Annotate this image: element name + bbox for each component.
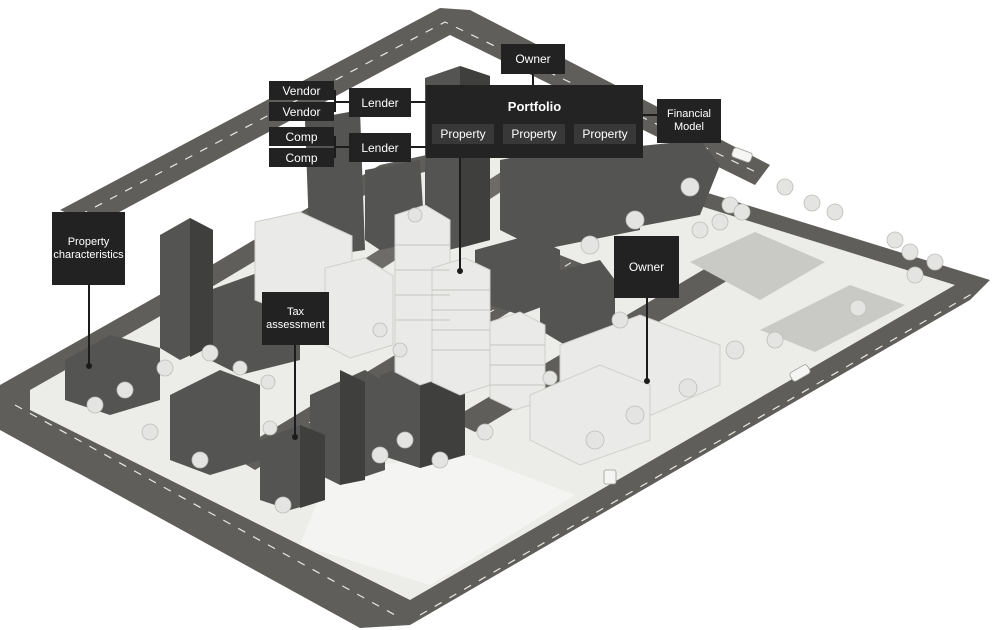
connector-owner-right	[646, 298, 648, 381]
vehicles	[603, 147, 811, 485]
pin-portfolio-building	[457, 268, 463, 274]
comp-label-2[interactable]: Comp	[269, 148, 334, 167]
pin-property-characteristics	[86, 363, 92, 369]
lender-label-2[interactable]: Lender	[349, 133, 411, 162]
connector-portfolio-financial	[643, 114, 657, 116]
owner-label-right[interactable]: Owner	[614, 236, 679, 298]
financial-model-label[interactable]: Financial Model	[657, 99, 721, 143]
property-chip-3[interactable]: Property	[574, 124, 636, 144]
parking-lot-1	[690, 232, 825, 300]
comp-label-1[interactable]: Comp	[269, 127, 334, 146]
connector-vendors-h	[334, 101, 349, 103]
connector-lender2-portfolio	[411, 146, 427, 148]
connector-owner-portfolio	[532, 74, 534, 86]
lender-label-1[interactable]: Lender	[349, 88, 411, 117]
vendor-label-1[interactable]: Vendor	[269, 81, 334, 100]
property-chip-1[interactable]: Property	[432, 124, 494, 144]
property-characteristics-label[interactable]: Property characteristics	[52, 212, 125, 285]
connector-tax-assessment	[294, 345, 296, 437]
portfolio-panel[interactable]: Portfolio Property Property Property	[426, 85, 643, 158]
pin-tax-assessment	[292, 434, 298, 440]
trees	[86, 177, 944, 514]
owner-label-top[interactable]: Owner	[501, 44, 565, 74]
vendor-label-2[interactable]: Vendor	[269, 102, 334, 121]
tax-assessment-label[interactable]: Tax assessment	[262, 292, 329, 345]
plaza	[300, 455, 575, 585]
portfolio-title: Portfolio	[507, 99, 562, 114]
connector-portfolio-building	[459, 158, 461, 271]
property-chip-2[interactable]: Property	[503, 124, 565, 144]
pin-owner-right	[644, 378, 650, 384]
parking-lot-2	[760, 285, 905, 352]
connector-property-characteristics	[88, 285, 90, 365]
connector-comps-h	[334, 146, 349, 148]
connector-lender1-portfolio	[411, 101, 427, 103]
